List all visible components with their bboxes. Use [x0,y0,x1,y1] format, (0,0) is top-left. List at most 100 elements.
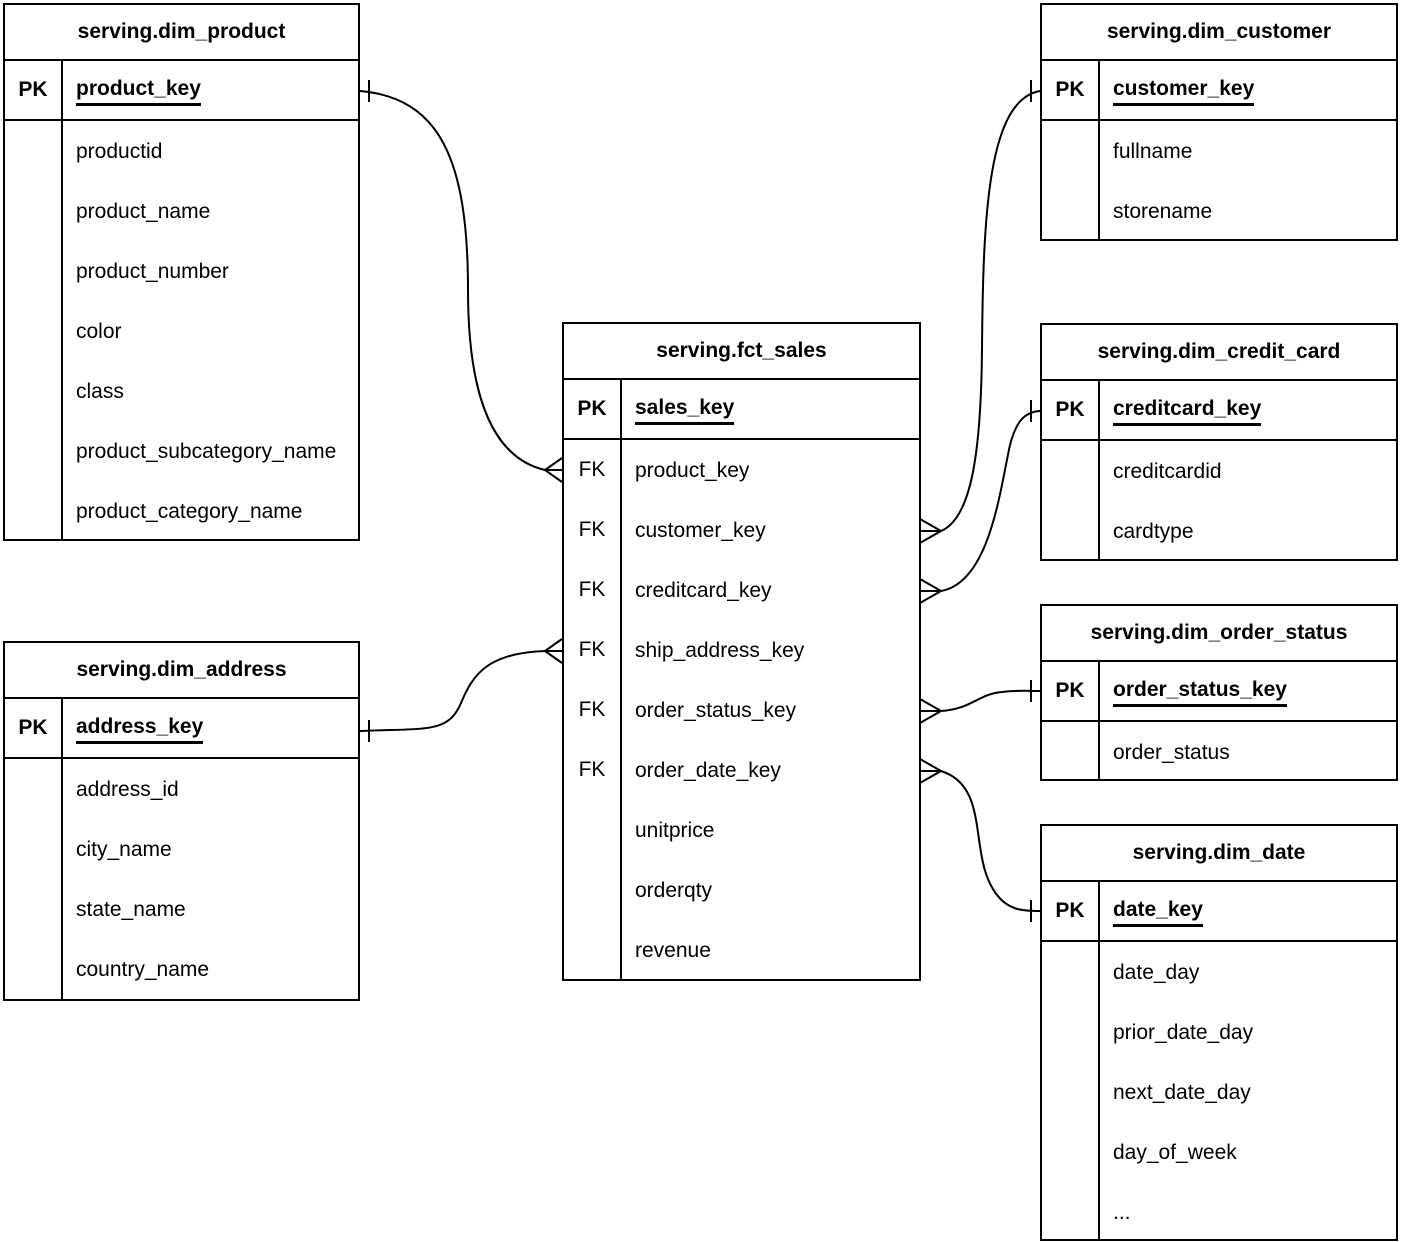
field-key-label [1042,1002,1100,1062]
field-key-label: FK [564,740,622,800]
table-field-row: storename [1042,181,1396,239]
table-field-row: next_date_day [1042,1062,1396,1122]
field-name: date_day [1113,960,1200,984]
relationship-sales-orderstatus-connector [919,680,1041,724]
table-title: serving.dim_product [5,5,358,61]
field-name: creditcard_key [635,578,772,602]
table-field-row: color [5,301,358,361]
pk-field-name: date_key [1113,896,1203,927]
pk-label: PK [5,61,63,119]
field-key-label [5,421,63,481]
field-name: product_category_name [76,499,303,523]
field-name: product_subcategory_​name [76,439,337,463]
table-dim-credit-card: serving.dim_credit_card PK creditcard_ke… [1040,323,1398,561]
table-title: serving.dim_order_status [1042,606,1396,662]
pk-row: PK customer_key [1042,61,1396,121]
table-dim-customer: serving.dim_customer PK customer_key ful… [1040,3,1398,241]
table-title: serving.dim_customer [1042,5,1396,61]
field-name: class [76,379,124,403]
relationship-sales-customer-connector [919,80,1041,544]
pk-field-name: order_status_key [1113,676,1287,707]
crowfoot-fct-sales-order-status-key [919,698,942,724]
crowfoot-fct-sales-ship-address-key [544,638,563,664]
field-list: creditcardid cardtype [1042,441,1396,559]
table-field-row: productid [5,121,358,181]
table-field-row: country_name [5,939,358,999]
field-name: order_status_key [635,698,797,722]
pk-label: PK [5,699,63,757]
relationship-address-sales-connector [359,638,563,742]
pk-label: PK [1042,882,1100,940]
pk-field-name: creditcard_key [1113,395,1262,426]
field-list: order_status [1042,722,1396,779]
crowfoot-fct-sales-customer-key [919,518,942,544]
field-name: customer_key [635,518,766,542]
field-name: next_date_day [1113,1080,1251,1104]
field-key-label [5,939,63,999]
field-key-label [1042,1062,1100,1122]
field-name: product_name [76,199,211,223]
field-name: creditcardid [1113,459,1222,483]
crowfoot-fct-sales-product-key [544,457,563,483]
field-key-label: FK [564,680,622,740]
field-name: order_status [1113,740,1230,764]
field-key-label [1042,1122,1100,1182]
field-key-label [1042,181,1100,239]
table-dim-address: serving.dim_address PK address_key addre… [3,641,360,1001]
table-field-row: product_category_name [5,481,358,539]
field-key-label: FK [564,620,622,680]
table-title: serving.dim_date [1042,826,1396,882]
table-field-row: class [5,361,358,421]
pk-row: PK creditcard_key [1042,381,1396,441]
table-field-row: revenue [564,920,919,979]
pk-label: PK [1042,61,1100,119]
pk-row: PK product_key [5,61,358,121]
table-field-row: fullname [1042,121,1396,181]
pk-row: PK address_key [5,699,358,759]
field-name: prior_date_day [1113,1020,1254,1044]
field-name: orderqty [635,878,713,902]
table-field-row: order_status [1042,722,1396,779]
field-name: country_name [76,957,210,981]
table-field-row: FK order_status_key [564,680,919,740]
field-key-label [1042,121,1100,181]
field-key-label [564,920,622,979]
table-field-row: orderqty [564,860,919,920]
field-name: cardtype [1113,519,1194,543]
table-field-row: creditcardid [1042,441,1396,501]
pk-label: PK [564,380,622,438]
table-field-row: unitprice [564,800,919,860]
field-key-label [1042,1182,1100,1239]
relationship-product-sales-connector [359,80,563,483]
field-key-label [1042,722,1100,779]
field-key-label: FK [564,500,622,560]
field-name: storename [1113,199,1213,223]
field-name: fullname [1113,139,1193,163]
field-name: product_key [635,458,750,482]
field-key-label [5,879,63,939]
table-field-row: product_subcategory_​name [5,421,358,481]
field-key-label [5,819,63,879]
field-key-label: FK [564,560,622,620]
field-key-label [564,800,622,860]
table-field-row: address_id [5,759,358,819]
field-key-label [5,361,63,421]
relationship-sales-date-connector [919,758,1041,922]
table-field-row: date_day [1042,942,1396,1002]
table-title: serving.fct_sales [564,324,919,380]
table-field-row: product_number [5,241,358,301]
table-field-row: cardtype [1042,501,1396,559]
pk-row: PK order_status_key [1042,662,1396,722]
table-field-row: product_name [5,181,358,241]
table-dim-order-status: serving.dim_order_status PK order_status… [1040,604,1398,781]
table-field-row: state_name [5,879,358,939]
pk-field-name: customer_key [1113,75,1255,106]
field-name: city_name [76,837,172,861]
field-name: order_date_key [635,758,781,782]
table-field-row: FK creditcard_key [564,560,919,620]
field-key-label [1042,441,1100,501]
